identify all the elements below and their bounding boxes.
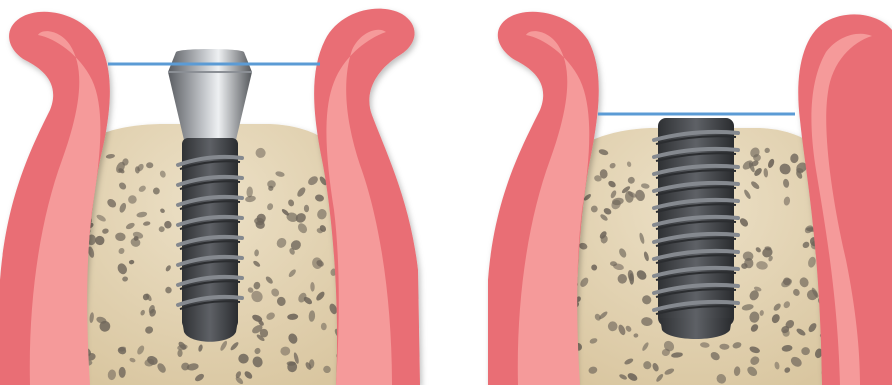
panel-right [488,12,892,385]
bone-pore [119,367,126,378]
panel-left [0,9,420,385]
implant-right [654,118,738,339]
bone-pore [146,162,153,168]
